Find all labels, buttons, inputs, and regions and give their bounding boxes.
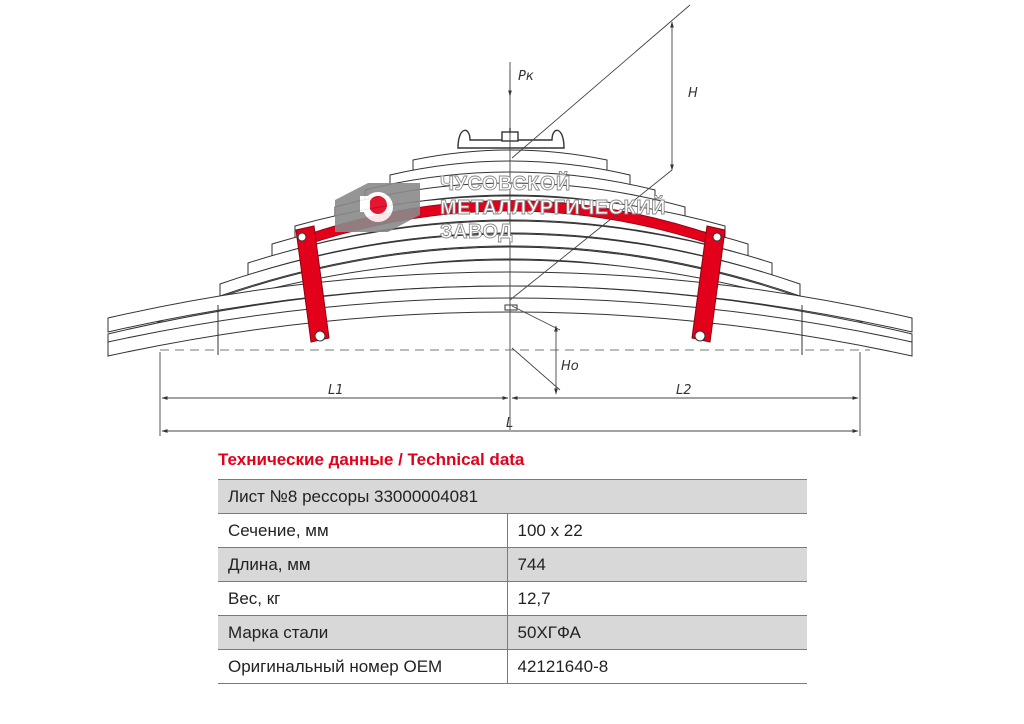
row-label: Оригинальный номер OEM [218,649,507,684]
l1-label: L1 [328,383,344,398]
row-value: 12,7 [506,581,807,616]
height0-label: Ho [561,359,579,374]
watermark-line-1: ЧУСОВСКОЙ [440,171,571,195]
watermark-logo [335,183,420,232]
row-value: 50ХГФА [506,615,807,650]
table-row: Вес, кг 12,7 [218,581,807,616]
length-label: L [506,416,513,431]
row-label: Сечение, мм [218,513,507,548]
table-row: Сечение, мм 100 х 22 [218,513,807,548]
right-clamp [691,225,726,343]
watermark-line-3: ЗАВОД [440,221,513,243]
technical-data-table: Лист №8 рессоры 33000004081 Сечение, мм … [218,479,807,684]
dimension-lines [159,4,870,436]
table-row: Длина, мм 744 [218,547,807,582]
height-label: H [688,86,698,101]
table-row: Марка стали 50ХГФА [218,615,807,650]
table-header: Лист №8 рессоры 33000004081 [218,479,807,514]
row-label: Длина, мм [218,547,507,582]
l2-label: L2 [676,383,692,398]
watermark-line-2: МЕТАЛЛУРГИЧЕСКИЙ [440,195,666,219]
load-label: Pк [518,69,534,84]
leaf-spring-drawing: Pк H Ho L1 L2 L ЧУСОВСКОЙ МЕТАЛЛУРГИЧЕСК… [107,4,913,436]
row-value: 744 [506,547,807,582]
row-label: Вес, кг [218,581,507,616]
row-value: 100 х 22 [506,513,807,548]
table-row: Оригинальный номер OEM 42121640-8 [218,649,807,684]
section-title: Технические данные / Technical data [218,450,525,469]
table-header-row: Лист №8 рессоры 33000004081 [218,479,807,514]
left-clamp [295,225,330,343]
row-label: Марка стали [218,615,507,650]
center-bracket [457,128,565,149]
row-value: 42121640-8 [506,649,807,684]
